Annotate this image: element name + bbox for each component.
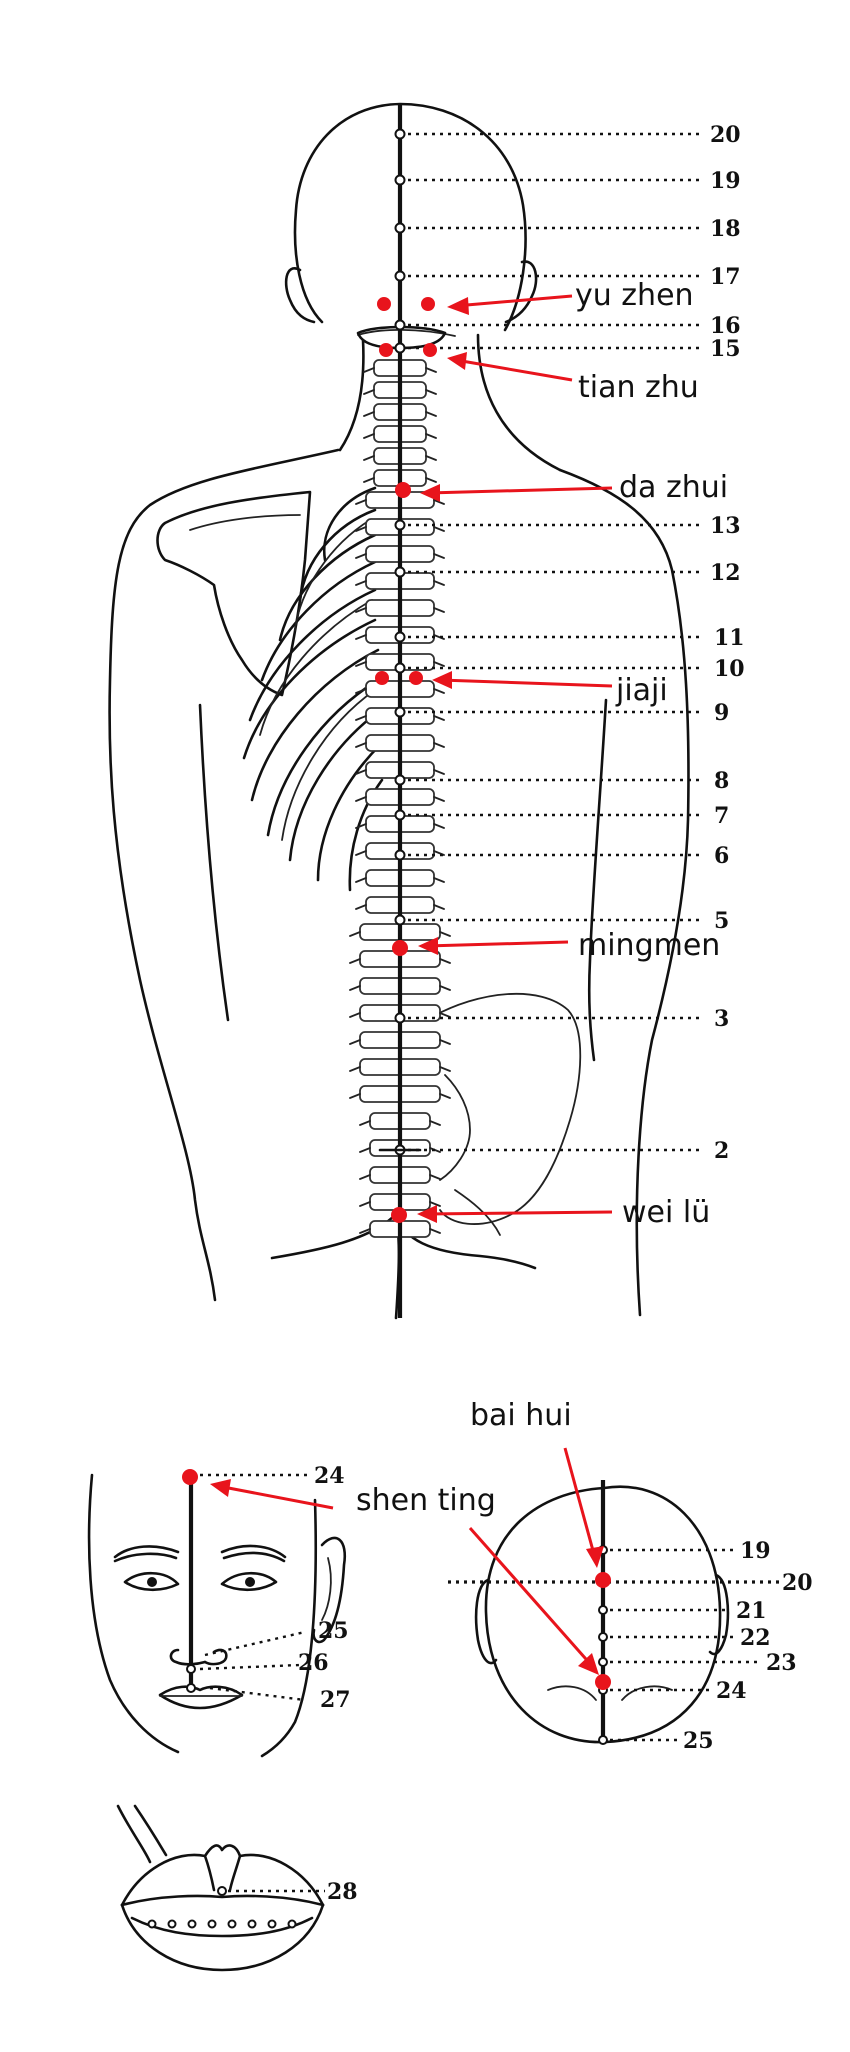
back-num-13: 13 <box>710 513 741 539</box>
tian-zhu-point-left <box>379 343 393 357</box>
tian-zhu-point-right <box>423 343 437 357</box>
back-num-20: 20 <box>710 122 741 148</box>
right-eyebrow <box>220 1544 287 1559</box>
label-tian-zhu: tian zhu <box>578 370 699 405</box>
back-num-16: 16 <box>710 313 741 339</box>
back-num-19: 19 <box>710 168 741 194</box>
back-num-7: 7 <box>714 803 729 829</box>
head-top-num-22: 22 <box>740 1625 771 1651</box>
jiaji-point-right <box>409 671 423 685</box>
label-da-zhui: da zhui <box>619 470 728 505</box>
torso-outline-right <box>558 468 690 1317</box>
yu-zhen-point-right <box>421 297 435 311</box>
back-num-8: 8 <box>714 768 729 794</box>
nose <box>169 1648 228 1666</box>
back-num-3: 3 <box>714 1006 729 1032</box>
label-yu-zhen: yu zhen <box>575 278 694 313</box>
bai-hui-point <box>595 1572 611 1588</box>
back-num-15: 15 <box>710 336 741 362</box>
head-top-num-24: 24 <box>716 1678 747 1704</box>
ribcage <box>242 486 384 892</box>
back-num-6: 6 <box>714 843 729 869</box>
face-num-27: 27 <box>320 1687 351 1713</box>
wei-lu-point <box>391 1207 407 1223</box>
back-num-2: 2 <box>714 1138 729 1164</box>
shen-ting-point-face <box>182 1469 198 1485</box>
head-top-num-20: 20 <box>782 1570 813 1596</box>
back-num-12: 12 <box>710 560 741 586</box>
mouth-num-28: 28 <box>327 1879 358 1905</box>
back-num-9: 9 <box>714 700 729 726</box>
mingmen-point <box>392 940 408 956</box>
yu-zhen-point-left <box>377 297 391 311</box>
lower-lip <box>120 1903 325 1972</box>
label-jiaji: jiaji <box>615 673 668 708</box>
shen-ting-point-head <box>595 1674 611 1690</box>
head-top-num-23: 23 <box>766 1650 797 1676</box>
left-eyebrow <box>113 1545 180 1559</box>
head-outline <box>293 102 527 332</box>
label-mingmen: mingmen <box>578 928 720 963</box>
torso-outline-left <box>108 448 340 1302</box>
back-nodes <box>378 128 422 1156</box>
label-bai-hui: bai hui <box>470 1398 572 1433</box>
label-wei-lu: wei lü <box>622 1195 710 1230</box>
da-zhui-point <box>395 482 411 498</box>
face-num-24: 24 <box>314 1463 345 1489</box>
left-ear <box>284 267 316 324</box>
jiaji-point-left <box>375 671 389 685</box>
face-figure: 24 25 26 27 <box>87 1463 351 1758</box>
back-num-5: 5 <box>714 908 729 934</box>
face-num-26: 26 <box>298 1650 329 1676</box>
scapula <box>156 490 312 697</box>
back-acupoints <box>375 294 613 1223</box>
back-num-10: 10 <box>714 656 745 682</box>
back-num-17: 17 <box>710 264 741 290</box>
pelvis <box>429 992 582 1225</box>
head-top-num-19: 19 <box>740 1538 771 1564</box>
upper-lip <box>120 1844 325 1907</box>
face-num-25: 25 <box>318 1618 349 1644</box>
right-ear <box>504 260 538 324</box>
right-eye <box>220 1571 278 1592</box>
face-ear <box>312 1536 347 1644</box>
back-num-18: 18 <box>710 216 741 242</box>
left-eye <box>123 1571 180 1592</box>
mouth-figure: 28 <box>116 1804 358 1972</box>
head-top-num-25: 25 <box>683 1728 714 1754</box>
head-top-num-21: 21 <box>736 1598 767 1624</box>
label-shen-ting: shen ting <box>356 1483 496 1518</box>
face-mouth <box>158 1685 244 1710</box>
face-outline <box>87 1473 180 1754</box>
back-num-11: 11 <box>714 625 745 651</box>
